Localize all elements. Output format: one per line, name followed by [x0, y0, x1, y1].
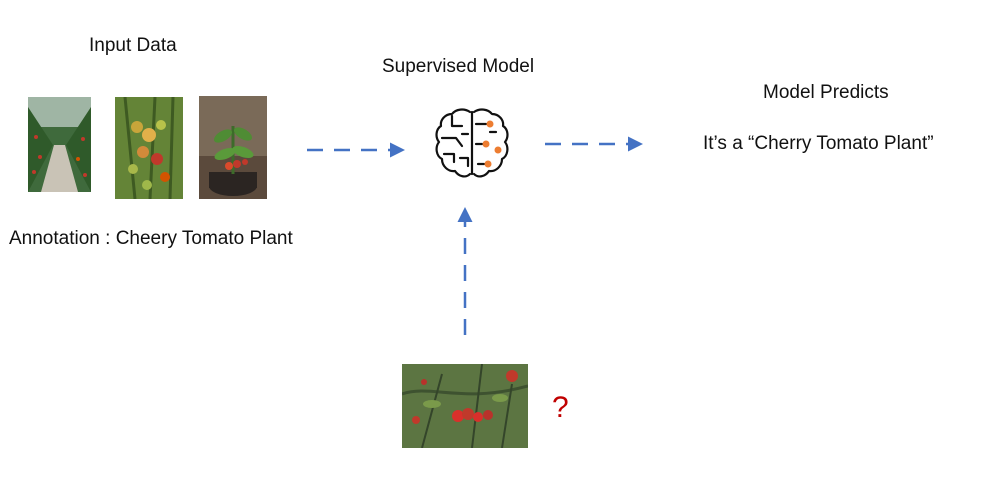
model-predicts-title: Model Predicts	[763, 82, 889, 103]
tomato-vine-photo	[115, 97, 183, 199]
prediction-result: It’s a “Cherry Tomato Plant”	[703, 133, 934, 154]
greenhouse-photo	[28, 97, 91, 192]
brain-circuit-icon	[432, 106, 512, 182]
annotation-label: Annotation : Cheery Tomato Plant	[9, 228, 293, 249]
potted-tomato-photo	[199, 96, 267, 199]
query-cherry-tomato-photo	[402, 364, 528, 448]
question-mark: ?	[552, 391, 569, 424]
supervised-model-title: Supervised Model	[382, 56, 535, 77]
input-data-title: Input Data	[89, 35, 177, 56]
